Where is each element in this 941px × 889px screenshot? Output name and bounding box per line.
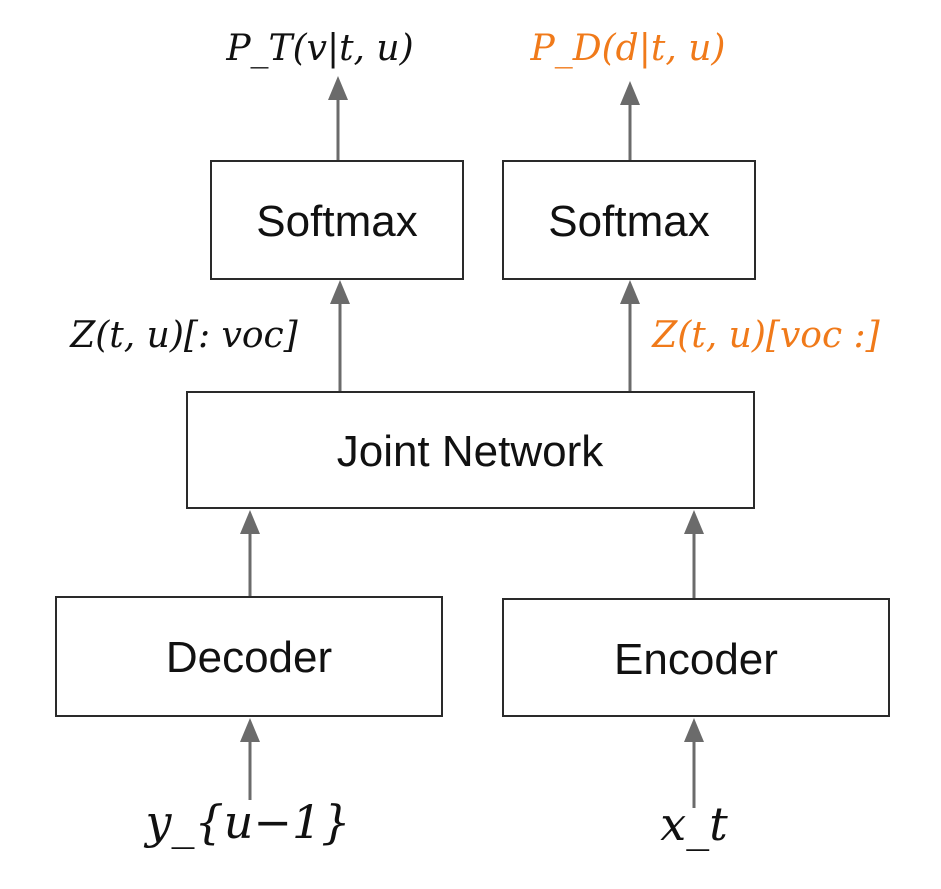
- arrow-softmax-left-to-pt: [328, 76, 348, 160]
- x-input-label: x_t: [660, 797, 728, 851]
- arrow-x-to-encoder: [684, 718, 704, 808]
- decoder-box: Decoder: [55, 596, 443, 717]
- arrow-decoder-to-joint: [240, 510, 260, 597]
- joint-network-box: Joint Network: [186, 391, 755, 509]
- pt-output-label: P_T(v|t, u): [225, 28, 413, 69]
- encoder-label: Encoder: [614, 635, 778, 684]
- arrow-y-to-decoder: [240, 718, 260, 800]
- encoder-box: Encoder: [502, 598, 890, 717]
- arrow-joint-to-softmax-right: [620, 280, 640, 393]
- pd-output-label: P_D(d|t, u): [530, 28, 726, 69]
- decoder-label: Decoder: [166, 633, 332, 682]
- softmax-right-label: Softmax: [548, 197, 709, 246]
- z-right-label: Z(t, u)[voc :]: [651, 315, 880, 356]
- softmax-right-box: Softmax: [502, 160, 756, 280]
- softmax-left-label: Softmax: [256, 197, 417, 246]
- arrow-encoder-to-joint: [684, 510, 704, 599]
- z-left-label: Z(t, u)[: voc]: [69, 315, 298, 356]
- arrow-softmax-right-to-pd: [620, 81, 640, 160]
- joint-network-label: Joint Network: [337, 427, 605, 476]
- y-input-label: y_{u−1}: [144, 795, 351, 849]
- softmax-left-box: Softmax: [210, 160, 464, 280]
- arrow-joint-to-softmax-left: [330, 280, 350, 393]
